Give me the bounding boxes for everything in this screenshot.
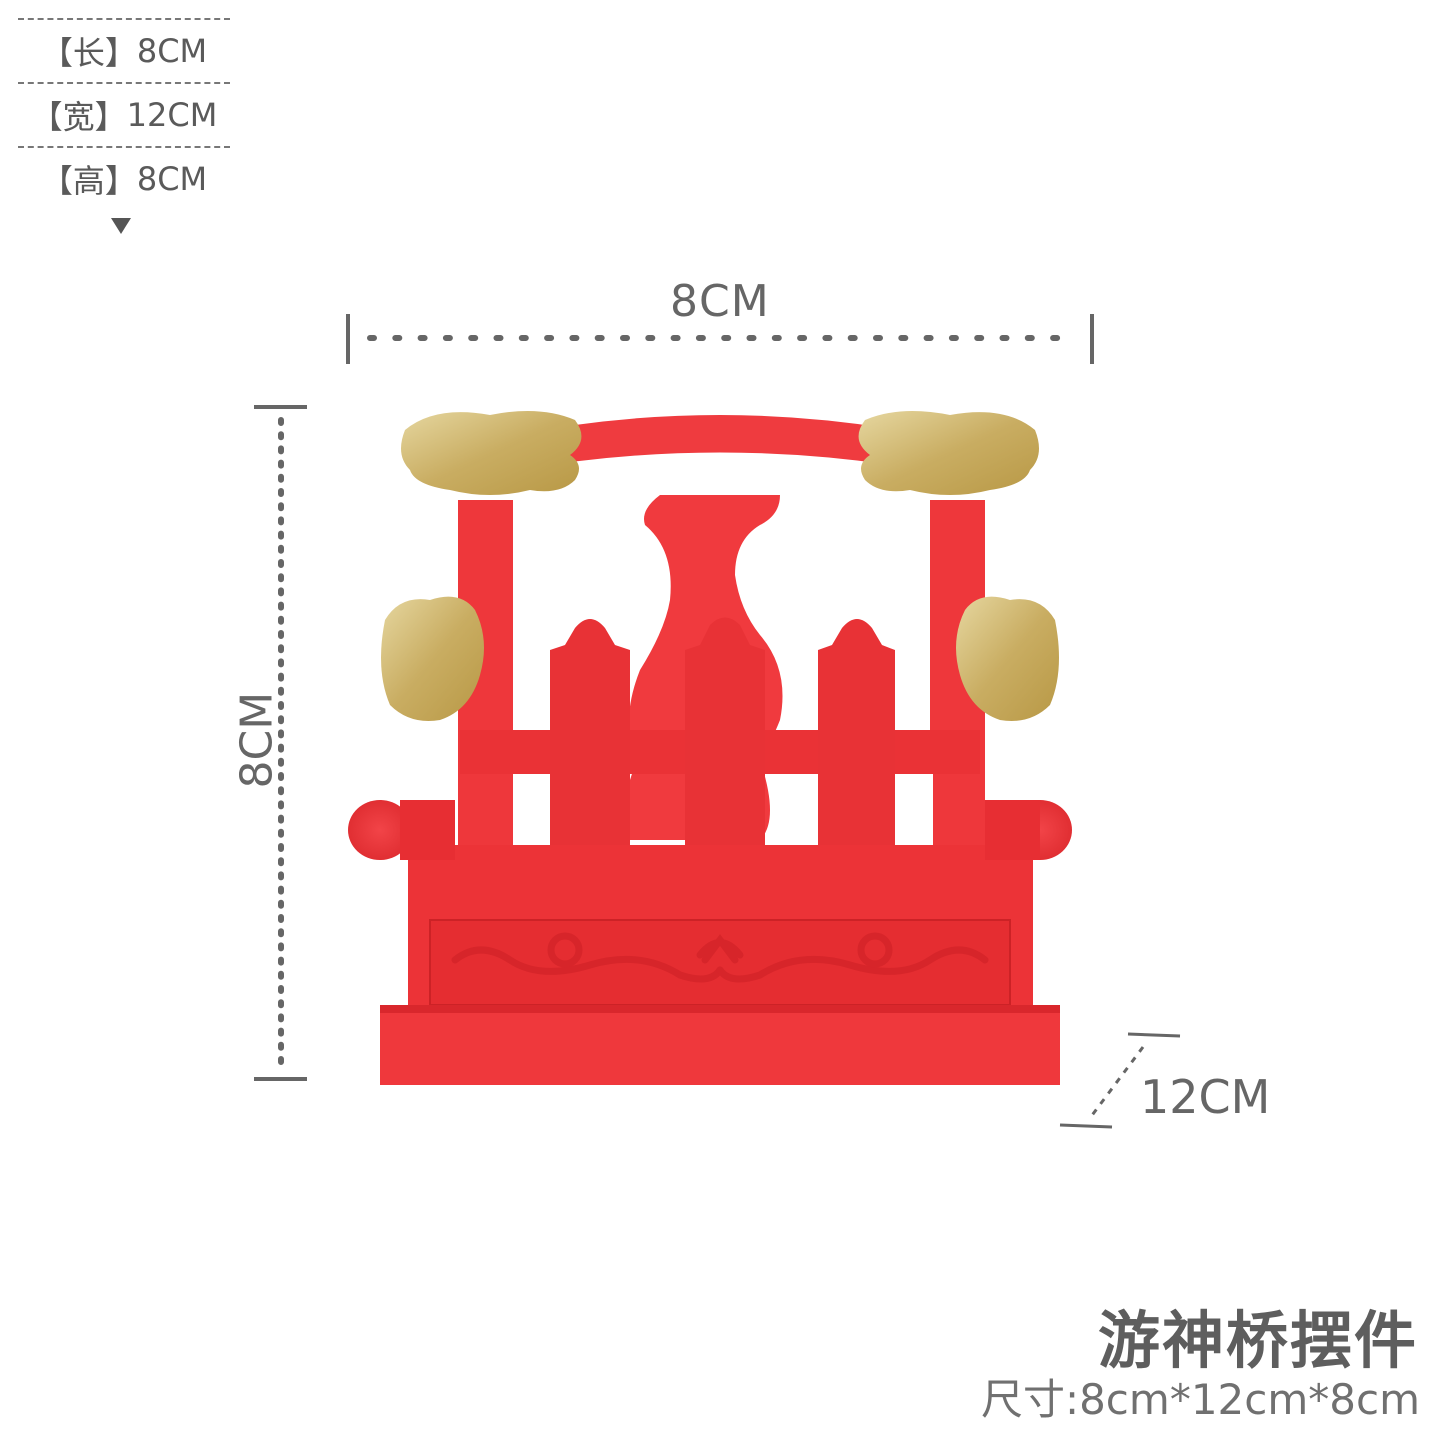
height-dimension-line xyxy=(254,405,307,1081)
spec-row-height: 【高】8CM xyxy=(18,146,230,210)
spec-value: 8CM xyxy=(136,32,208,70)
spec-table: 【长】8CM 【宽】12CM 【高】8CM xyxy=(18,18,230,234)
scroll-ornament xyxy=(451,932,989,983)
spec-value: 8CM xyxy=(136,160,208,198)
dragon-head-left xyxy=(401,411,582,495)
dragon-head-right xyxy=(858,411,1039,495)
spec-value: 12CM xyxy=(126,96,218,134)
down-triangle-icon xyxy=(111,218,131,234)
depth-dimension-line xyxy=(1059,1032,1181,1129)
product-image xyxy=(348,411,1072,1085)
depth-dimension-label: 12CM xyxy=(1140,1070,1271,1124)
lion-head-right xyxy=(956,596,1059,721)
product-size: 尺寸:8cm*12cm*8cm xyxy=(980,1375,1420,1424)
product-title: 游神桥摆件 xyxy=(1097,1304,1418,1377)
lion-head-left xyxy=(381,596,484,721)
spec-label: 【宽】 xyxy=(30,98,127,136)
spec-row-width: 【宽】12CM xyxy=(18,82,230,146)
width-dimension-label: 8CM xyxy=(670,276,770,327)
spec-row-length: 【长】8CM xyxy=(18,18,230,82)
spec-label: 【高】 xyxy=(40,162,137,200)
spec-label: 【长】 xyxy=(40,34,137,72)
height-dimension-label: 8CM xyxy=(231,691,283,789)
width-dimension-line xyxy=(346,314,1094,364)
